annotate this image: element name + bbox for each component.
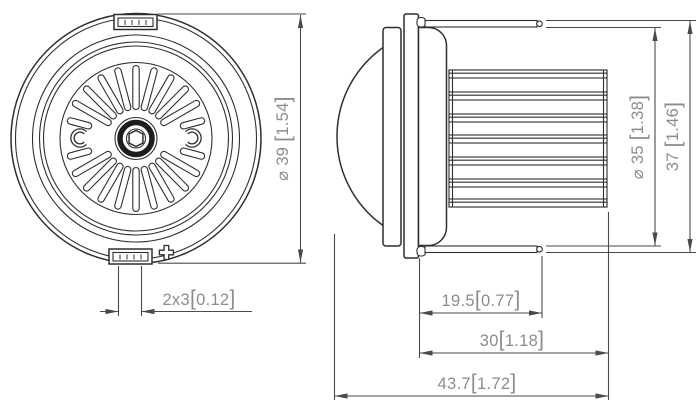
arrowhead xyxy=(419,350,433,356)
dimension-body-depth: 30[1.18] xyxy=(419,212,610,400)
fin xyxy=(448,178,608,188)
outer-ring xyxy=(10,12,262,265)
hub-ring xyxy=(117,119,155,158)
fin xyxy=(448,134,608,144)
terminal-top-slot xyxy=(117,17,154,28)
hub-inner-circle xyxy=(125,128,147,149)
radial-slot xyxy=(113,66,133,112)
dimension-terminal-slot: 2x3[0.12] xyxy=(100,266,252,316)
fin xyxy=(448,91,608,101)
radial-slot xyxy=(132,64,140,111)
radial-slots xyxy=(66,64,206,213)
terminal-tab-top-pin xyxy=(536,20,543,28)
terminal-tab-top xyxy=(424,19,543,28)
front-bezel xyxy=(382,26,402,247)
side-cutouts xyxy=(70,128,202,148)
radial-slot xyxy=(81,156,119,193)
dimension-rear-depth: 19.5[0.77] xyxy=(418,256,543,358)
mounting-flange xyxy=(403,13,420,259)
dimension-front-diameter: ⌀ 39 [1.54] xyxy=(158,13,306,264)
arrowhead xyxy=(687,21,693,34)
radial-slot xyxy=(139,66,159,112)
radial-slot xyxy=(179,146,206,161)
radial-slot xyxy=(132,166,140,213)
arrowhead xyxy=(595,350,609,356)
arrowhead xyxy=(529,310,542,316)
faceplate-ring xyxy=(59,61,213,216)
fin xyxy=(448,69,608,79)
surround-ring xyxy=(38,41,234,236)
fin xyxy=(448,198,608,208)
terminal-tab-bottom-bar xyxy=(424,245,538,254)
surround-ring-inner xyxy=(42,45,230,232)
fin xyxy=(448,156,608,166)
center-hub xyxy=(114,116,158,161)
bezel-ring xyxy=(31,34,241,243)
front-view xyxy=(10,12,262,265)
arrowhead xyxy=(419,310,433,316)
right-c-cutout-inner xyxy=(185,129,201,147)
dimension-mounting-height: 37 [1.46] xyxy=(546,19,696,254)
arrowhead xyxy=(105,308,119,315)
arrowhead xyxy=(297,15,304,28)
arrowhead xyxy=(297,249,304,263)
hex-socket-icon xyxy=(128,129,144,148)
hub-outer-circle xyxy=(114,116,158,161)
fin xyxy=(448,113,608,123)
dimension-label: 43.7[1.72] xyxy=(438,371,517,394)
terminal-bottom xyxy=(108,244,175,265)
arrowhead xyxy=(595,393,609,399)
terminal-tab-bottom-pin xyxy=(536,245,543,253)
arrowhead xyxy=(687,239,693,252)
flange-pin-bottom xyxy=(416,245,427,257)
dimension-label: ⌀ 39 [1.54] xyxy=(272,96,295,181)
dimension-label: ⌀ 35 [1.38] xyxy=(627,95,650,180)
dimension-label: 2x3[0.12] xyxy=(162,287,235,310)
arrowhead xyxy=(652,28,658,41)
radial-slot xyxy=(153,84,191,121)
dimension-overall-depth: 43.7[1.72] xyxy=(333,234,609,400)
dome-outline xyxy=(336,44,387,229)
terminal-tab-bottom xyxy=(424,245,543,254)
dimension-label: 30[1.18] xyxy=(480,328,545,351)
radial-slot xyxy=(81,84,119,121)
arrowhead xyxy=(652,232,658,246)
terminal-top-contacts xyxy=(124,20,147,25)
housing-body xyxy=(417,26,448,247)
left-c-cutout-inner xyxy=(71,129,87,147)
dimension-label: 19.5[0.77] xyxy=(442,288,521,311)
fin-slabs xyxy=(448,69,608,208)
outer-rings xyxy=(10,12,262,265)
arrowhead xyxy=(141,308,155,315)
flange-pin-top xyxy=(416,16,427,28)
radial-slot xyxy=(153,156,191,193)
terminal-tab-top-bar xyxy=(424,19,538,28)
radial-slot xyxy=(66,146,93,161)
side-view xyxy=(336,13,608,259)
dimension-body-diameter: ⌀ 35 [1.38] xyxy=(546,26,661,247)
radial-slot xyxy=(66,116,93,131)
radial-slot xyxy=(179,116,206,131)
dimension-label: 37 [1.46] xyxy=(662,102,685,171)
arrowhead xyxy=(334,393,348,399)
terminal-top xyxy=(113,13,158,31)
heatsink-fins xyxy=(448,69,608,208)
outer-ring-inner xyxy=(14,17,258,260)
radial-slot xyxy=(113,165,133,211)
terminal-bottom-slot xyxy=(112,251,149,262)
polarity-plus-icon xyxy=(158,244,175,261)
radial-slot xyxy=(139,165,159,211)
terminal-bottom-contacts xyxy=(119,254,142,260)
